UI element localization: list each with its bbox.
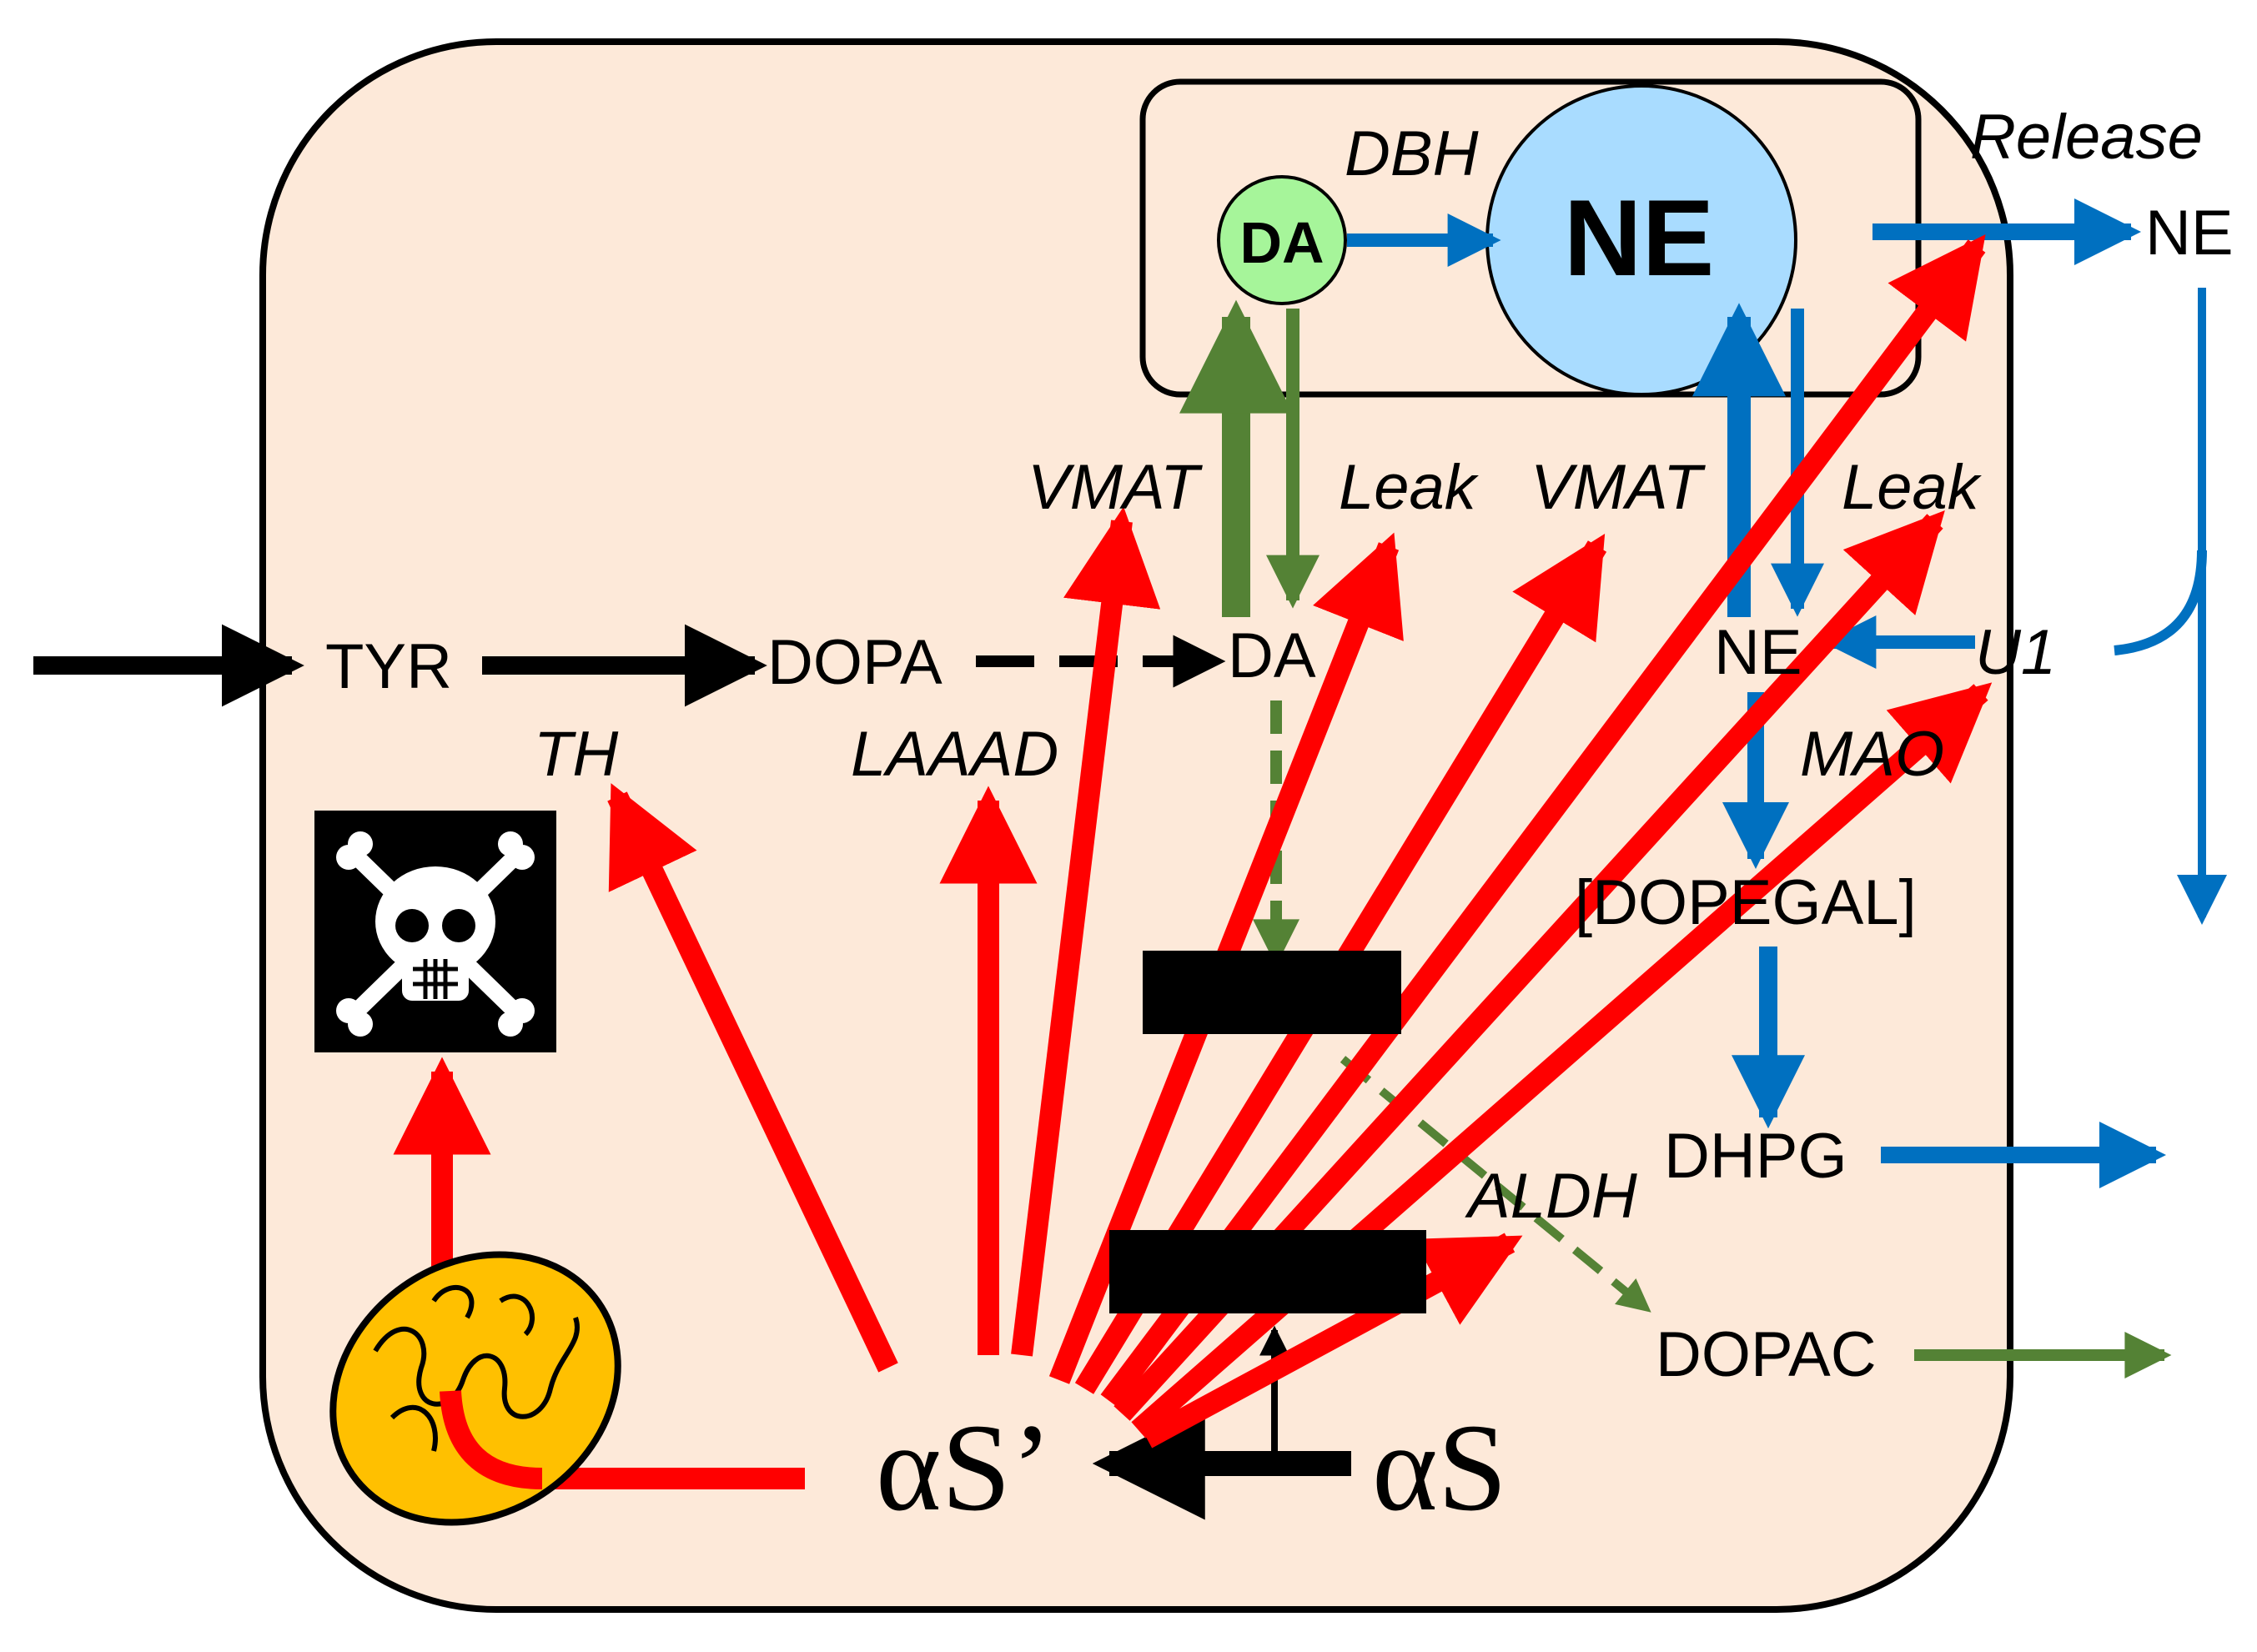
red-arrow-th [607, 783, 898, 1373]
label-ne-ext: NE [2145, 198, 2234, 269]
label-laaad: LAAAD [851, 719, 1058, 790]
u1-curve [2114, 550, 2207, 655]
label-leak-da: Leak [1339, 452, 1480, 523]
label-da-cyto: DA [1228, 620, 1316, 691]
label-as-prime: αS’ [876, 1398, 1053, 1537]
label-release: Release [1970, 102, 2203, 173]
label-th: TH [534, 719, 618, 790]
red-arrow-vmat-da [1011, 506, 1161, 1357]
label-tyr: TYR [325, 631, 452, 702]
label-mao: MAO [1800, 719, 1944, 790]
label-ne-vesicle: NE [1564, 177, 1715, 299]
label-vmat-ne: VMAT [1531, 452, 1706, 523]
label-as: αS [1372, 1398, 1507, 1537]
label-dopac: DOPAC [1656, 1319, 1877, 1390]
label-dopegal: [DOPEGAL] [1575, 867, 1917, 938]
label-da-vesicle: DA [1239, 210, 1324, 275]
label-aldh: ALDH [1465, 1161, 1637, 1232]
label-vmat-da: VMAT [1028, 452, 1203, 523]
red-arrow-release [1100, 233, 1986, 1408]
cell-boundary [259, 38, 2013, 1613]
label-u1: U1 [1975, 617, 2056, 688]
dopal-box [1143, 951, 1401, 1034]
dopal-as-box [1109, 1230, 1426, 1313]
red-mito-curve [440, 1390, 543, 1489]
label-dhpg: DHPG [1664, 1121, 1847, 1192]
skull-crossbones-icon [314, 811, 556, 1052]
label-ne-cyto: NE [1714, 617, 1802, 688]
label-dopal: DOPAL [1167, 962, 1377, 1033]
label-dopa: DOPA [767, 627, 943, 698]
label-leak-ne: Leak [1842, 452, 1983, 523]
label-dbh: DBH [1345, 118, 1479, 189]
label-dopal-as: DOPAL-αS [1113, 1242, 1423, 1313]
mitochondrion-icon [329, 1251, 621, 1526]
red-arrow-aldh [1141, 1233, 1523, 1449]
